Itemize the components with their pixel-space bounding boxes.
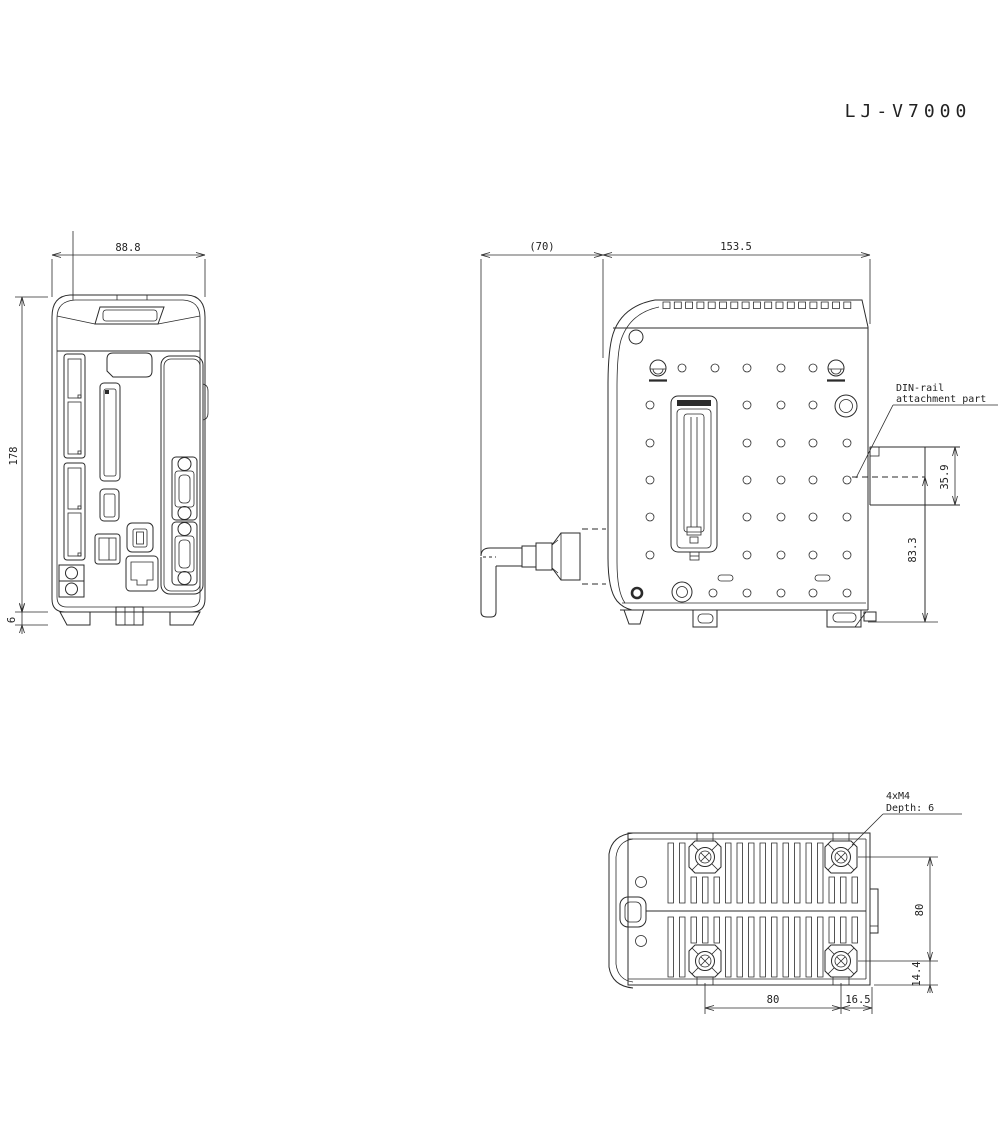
din-rail-label-line2: attachment part [896,394,986,405]
bottom-endcap [608,832,634,989]
bottom-mounting-bosses [688,832,858,986]
side-din-bottom-dim: 83.3 [907,537,919,562]
front-body-outline [51,294,206,613]
front-head-connector-panel [160,355,209,595]
side-dimensions: (70) 153.5 35.9 83.3 DIN-rail attachment… [480,241,998,623]
side-expansion-connector [670,395,718,561]
side-screw-hole [630,586,644,600]
front-body-inner-outline [56,299,201,608]
bottom-vent-slots [667,842,858,978]
side-top-vents [662,301,852,309]
front-display-window [94,306,165,325]
bottom-edge-offset-x-dim: 16.5 [845,994,870,1006]
front-usb-port [126,522,154,553]
bottom-view: 80 16.5 80 14.4 4xM4 Depth: 6 [608,791,962,1014]
side-view: (70) 153.5 35.9 83.3 DIN-rail attachment… [480,241,998,628]
mount-screw-label-line2: Depth: 6 [886,803,934,814]
front-terminal-slots-left [63,353,86,561]
front-io-port [94,533,121,565]
side-body-width-dim: 153.5 [720,241,752,253]
front-foot-height-dim: 6 [6,617,18,623]
bottom-body-outline [627,832,871,986]
front-dimensions: 88.8 178 6 [6,231,206,634]
front-view: 88.8 178 6 [6,231,209,634]
front-height-dim: 178 [8,447,20,466]
bottom-hole-pitch-y-dim: 80 [914,904,926,917]
side-cable-clearance-dim: (70) [529,241,554,253]
bottom-din-hook [869,888,879,934]
side-mount-hole [834,394,858,418]
bottom-dimensions: 80 16.5 80 14.4 4xM4 Depth: 6 [704,791,962,1014]
bottom-hole-pitch-x-dim: 80 [767,994,780,1006]
side-feet [623,609,877,628]
side-body-outline [620,299,869,611]
side-screws [649,359,845,382]
bottom-edge-offset-y-dim: 14.4 [911,961,923,986]
side-din-top-dim: 35.9 [939,464,951,489]
front-power-terminal [58,564,85,598]
side-cable [480,259,606,618]
din-rail-label-line1: DIN-rail [896,383,944,394]
side-din-rail [852,446,960,622]
drawing-title: LJ-V7000 [845,101,972,122]
front-feet [59,606,201,626]
front-ethernet-port [125,555,159,592]
front-center-connectors [94,352,159,592]
front-width-dim: 88.8 [115,242,140,254]
side-hole-grid [645,363,852,598]
bottom-latch [619,896,647,928]
mount-screw-label-line1: 4xM4 [886,791,910,802]
